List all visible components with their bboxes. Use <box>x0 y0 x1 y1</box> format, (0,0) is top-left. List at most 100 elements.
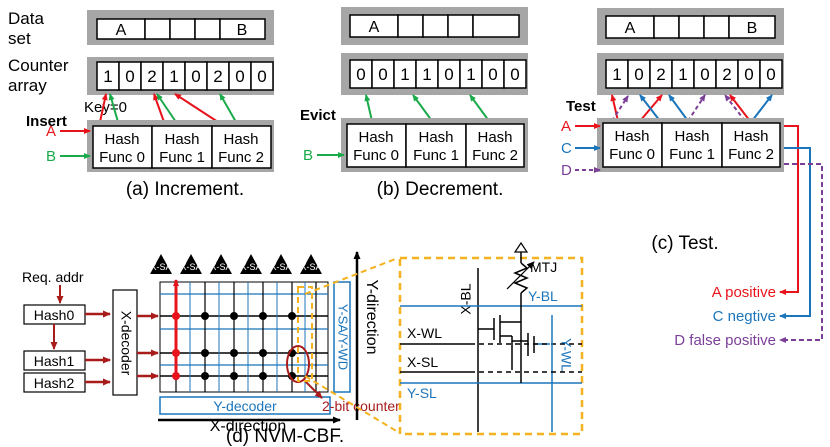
mtj-label: MTJ <box>530 259 557 275</box>
x-sl-label: X-SL <box>407 354 438 370</box>
dataset-item: B <box>747 20 758 37</box>
counter-value: 0 <box>634 65 643 84</box>
req-addr-label: Req. addr <box>22 269 84 285</box>
hash-arrow <box>156 93 177 123</box>
cell-dot <box>230 349 238 357</box>
hash-func-box <box>211 125 272 169</box>
hash-arrow <box>751 94 773 122</box>
input-key-a: A <box>561 118 571 135</box>
hash-arrow <box>610 94 619 122</box>
hash-func-label: Func 2 <box>218 149 264 166</box>
panel-b: A 0 0 1 1 0 1 0 0 Evict Hash Func 0 Hash… <box>300 7 528 200</box>
dataset-slot <box>447 14 474 38</box>
dataset-label-line1: Data <box>8 9 44 28</box>
counter-value: 2 <box>213 67 222 86</box>
vdd-symbol <box>513 241 529 253</box>
cell-dot <box>259 312 267 320</box>
mtj-resistor <box>513 262 529 294</box>
sa-label: X-SA <box>150 262 171 272</box>
crossbar-array <box>159 279 329 393</box>
sa-label: X-SA <box>270 262 291 272</box>
hash-arrow <box>174 93 219 123</box>
hash-func-box <box>465 123 525 168</box>
input-key-b: B <box>303 147 313 164</box>
hash-func-label: Hash <box>418 129 453 146</box>
caption-a: (a) Increment. <box>126 179 244 200</box>
counter-cell <box>759 59 783 89</box>
dataset-slot <box>422 14 449 38</box>
dataset-item: A <box>625 20 636 37</box>
hash-arrow <box>108 93 119 123</box>
cell-dot <box>259 349 267 357</box>
x-decoder-label: X-decoder <box>118 311 134 376</box>
counter-value: 2 <box>722 65 731 84</box>
zoom-box <box>398 256 584 436</box>
counter-value: 0 <box>378 65 387 84</box>
counter-value: 1 <box>400 65 409 84</box>
hash2-label: Hash2 <box>34 375 75 391</box>
counter-note: 2-bit counter <box>322 398 400 414</box>
counter-array: 1 0 2 1 0 2 0 0 <box>96 61 274 91</box>
cell-zoom: MTJ X-BL Y-BL X-WL Y-WL X-SL Y-SL <box>398 241 584 436</box>
cell-dot <box>259 372 267 380</box>
sa-triangle <box>270 254 292 274</box>
hash-arrow <box>729 94 751 122</box>
zoom-line <box>304 375 399 433</box>
hash-func-label: Hash <box>358 129 393 146</box>
sa-label: X-SA <box>300 262 321 272</box>
dataset-slot <box>194 18 221 40</box>
hash-arrow <box>219 93 237 123</box>
cell-dot <box>201 349 209 357</box>
dataset-slot <box>703 15 730 39</box>
cell-dot <box>172 372 180 380</box>
counter-value: 1 <box>169 67 178 86</box>
dataset-slot <box>397 14 424 38</box>
counter-value: 0 <box>444 65 453 84</box>
counter-value: 0 <box>356 65 365 84</box>
hash-arrow <box>639 94 661 122</box>
hash-func-label: Hash <box>477 129 512 146</box>
sa-triangle <box>300 254 322 274</box>
panel-c: A B 1 0 2 1 0 2 0 0 Test Hash Fun <box>561 8 823 349</box>
result-c: C negtive <box>713 308 776 325</box>
counter-value: 0 <box>766 65 775 84</box>
result-a: A positive <box>712 284 776 301</box>
caption-d: (d) NVM-CBF. <box>226 426 344 447</box>
x-bl-label: X-BL <box>458 283 474 314</box>
counter-value: 0 <box>744 65 753 84</box>
cell-dot <box>201 372 209 380</box>
dataset-slot <box>144 18 171 40</box>
counter-value: 0 <box>488 65 497 84</box>
input-key-a: A <box>46 123 56 140</box>
counter-cell <box>503 59 527 89</box>
cell-dot <box>230 372 238 380</box>
x-direction-label: X-direction <box>210 418 286 435</box>
counter-value: 0 <box>510 65 519 84</box>
counter-value: 0 <box>125 67 134 86</box>
y-decoder-block <box>159 396 331 415</box>
zoom-line <box>304 257 399 295</box>
input-key-c: C <box>561 140 572 157</box>
hash-func-box <box>405 123 467 168</box>
hash-func-label: Hash <box>104 131 139 148</box>
hash-arrow <box>724 94 746 122</box>
counter-value: 0 <box>257 67 266 86</box>
y-sa-wd-label: Y-SA/Y-WD <box>336 304 351 370</box>
counter-value: 1 <box>678 65 687 84</box>
input-key-b: B <box>46 148 56 165</box>
hash-func-box <box>346 123 407 168</box>
dataset-item: B <box>237 22 248 39</box>
key-note: Key=0 <box>84 99 127 116</box>
cell-dot <box>288 312 296 320</box>
counter-cell <box>250 61 274 91</box>
hash-arrow <box>469 94 490 122</box>
hash-func-label: Hash <box>674 128 709 145</box>
output-arrow <box>779 125 799 295</box>
hash-func-label: Func 1 <box>159 149 205 166</box>
y-sa-wd-block <box>333 281 351 393</box>
y-direction-label: Y-direction <box>363 279 380 354</box>
caption-c: (c) Test. <box>651 233 718 254</box>
counter-label-line1: Counter <box>8 56 69 75</box>
hash-func-label: Func 0 <box>99 149 145 166</box>
hash-func-label: Hash <box>164 131 199 148</box>
